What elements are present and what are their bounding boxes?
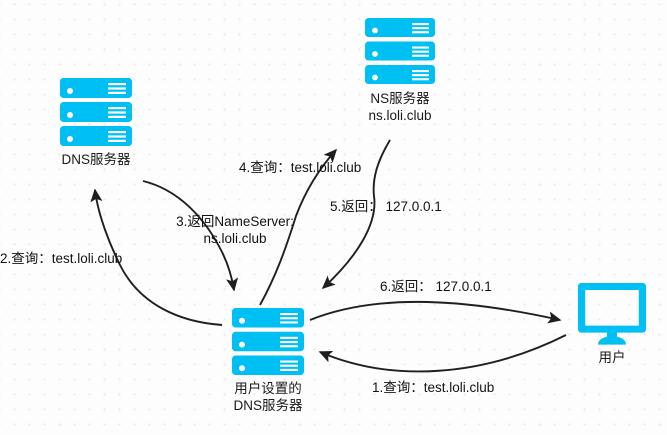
node-label-line: 用户 bbox=[598, 350, 626, 365]
node-dns-server[interactable]: DNS服务器 bbox=[60, 78, 132, 168]
node-label-line: DNS服务器 bbox=[61, 152, 131, 167]
server-rack-icon bbox=[232, 308, 304, 375]
node-label-line: NS服务器 bbox=[370, 91, 430, 106]
node-user[interactable]: 用户 bbox=[578, 283, 646, 366]
server-rack-icon bbox=[365, 18, 435, 84]
edge-label-text: 6.返回： 127.0.0.1 bbox=[380, 279, 492, 294]
edge-label-text: 3.返回NameServer: bbox=[176, 214, 294, 229]
node-label-user: 用户 bbox=[578, 349, 646, 366]
edge-label-step-6: 6.返回： 127.0.0.1 bbox=[380, 278, 492, 295]
node-label-line: DNS服务器 bbox=[233, 398, 303, 413]
edge-label-step-4: 4.查询：test.loli.club bbox=[239, 159, 361, 176]
node-label-line: ns.loli.club bbox=[368, 108, 432, 123]
connector-step-1 bbox=[318, 334, 567, 373]
node-label-line: 用户设置的 bbox=[234, 381, 302, 396]
edge-label-text: 1.查询：test.loli.club bbox=[372, 380, 495, 395]
edge-label-text: 2.查询：test.loli.club bbox=[0, 251, 123, 266]
edge-label-step-3: 3.返回NameServer: ns.loli.club bbox=[140, 213, 330, 247]
edge-label-step-1: 1.查询：test.loli.club bbox=[372, 379, 494, 396]
edge-label-step-5: 5.返回： 127.0.0.1 bbox=[330, 198, 442, 215]
edge-label-text: ns.loli.club bbox=[203, 231, 267, 246]
monitor-icon bbox=[578, 283, 646, 345]
node-label-local-dns-server: 用户设置的 DNS服务器 bbox=[202, 380, 334, 414]
node-label-ns-server: NS服务器 ns.loli.club bbox=[337, 90, 463, 124]
node-label-dns-server: DNS服务器 bbox=[38, 151, 154, 168]
edge-label-step-2: 2.查询：test.loli.club bbox=[0, 250, 122, 267]
node-local-dns-server[interactable]: 用户设置的 DNS服务器 bbox=[232, 308, 304, 414]
server-rack-icon bbox=[60, 78, 132, 146]
edge-label-text: 4.查询：test.loli.club bbox=[239, 160, 362, 175]
edge-label-text: 5.返回： 127.0.0.1 bbox=[330, 199, 442, 214]
node-ns-server[interactable]: NS服务器 ns.loli.club bbox=[365, 18, 435, 124]
connector-step-6 bbox=[309, 300, 562, 324]
